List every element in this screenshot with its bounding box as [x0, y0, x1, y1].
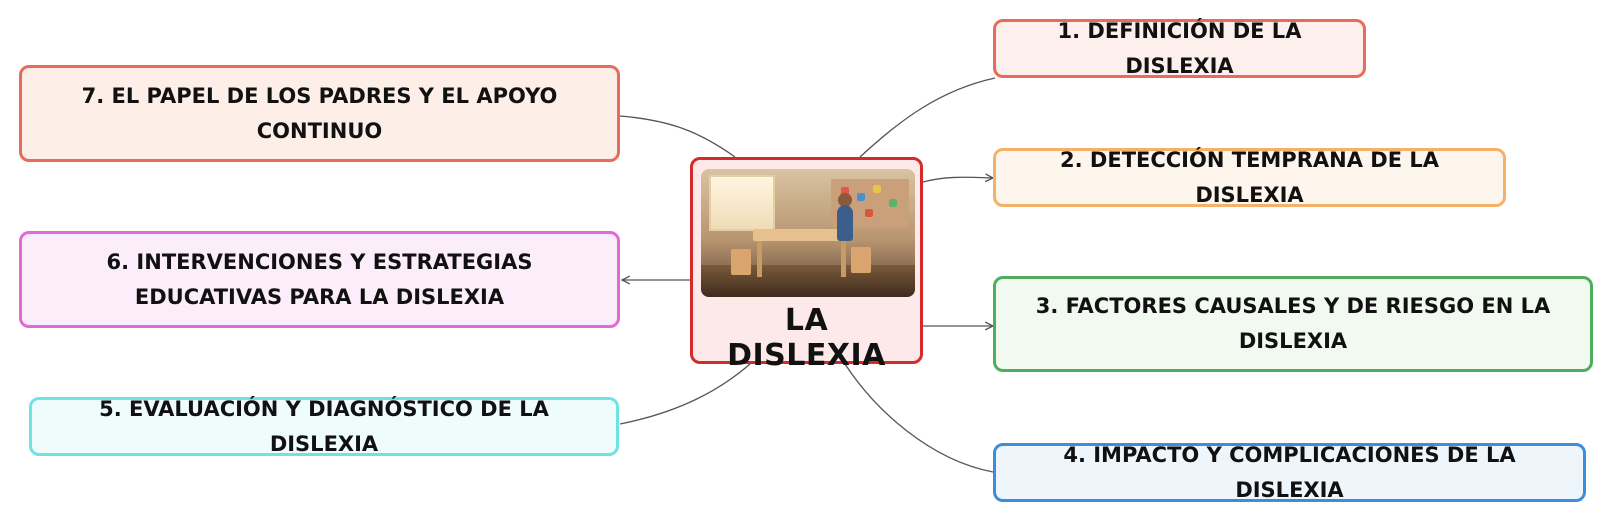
classroom-image — [701, 169, 915, 297]
branch-definicion[interactable]: 1. DEFINICIÓN DE LA DISLEXIA — [993, 19, 1366, 78]
branch-label: 5. EVALUACIÓN Y DIAGNÓSTICO DE LA DISLEX… — [99, 396, 549, 456]
branch-deteccion-temprana[interactable]: 2. DETECCIÓN TEMPRANA DE LA DISLEXIA — [993, 148, 1506, 207]
branch-evaluacion[interactable]: 5. EVALUACIÓN Y DIAGNÓSTICO DE LA DISLEX… — [29, 397, 619, 456]
branch-factores-causales[interactable]: 3. FACTORES CAUSALES Y DE RIESGO EN LA D… — [993, 276, 1593, 372]
branch-label: 7. EL PAPEL DE LOS PADRES Y EL APOYO CON… — [81, 83, 558, 143]
branch-label: 4. IMPACTO Y COMPLICACIONES DE LA DISLEX… — [1063, 442, 1516, 502]
central-title: LA DISLEXIA — [727, 303, 886, 373]
branch-label: 1. DEFINICIÓN DE LA DISLEXIA — [1057, 18, 1302, 78]
branch-impacto[interactable]: 4. IMPACTO Y COMPLICACIONES DE LA DISLEX… — [993, 443, 1586, 502]
branch-label: 6. INTERVENCIONES Y ESTRATEGIAS EDUCATIV… — [106, 249, 533, 309]
connector-2 — [922, 177, 993, 183]
central-topic[interactable]: LA DISLEXIA — [690, 157, 923, 373]
branch-intervenciones[interactable]: 6. INTERVENCIONES Y ESTRATEGIAS EDUCATIV… — [19, 231, 620, 328]
branch-papel-padres[interactable]: 7. EL PAPEL DE LOS PADRES Y EL APOYO CON… — [19, 65, 620, 162]
connector-5 — [619, 363, 751, 425]
connector-7 — [619, 115, 736, 158]
branch-label: 3. FACTORES CAUSALES Y DE RIESGO EN LA D… — [1035, 294, 1551, 353]
branch-label: 2. DETECCIÓN TEMPRANA DE LA DISLEXIA — [1060, 147, 1439, 207]
connector-1 — [859, 77, 996, 158]
connector-4 — [844, 363, 994, 473]
